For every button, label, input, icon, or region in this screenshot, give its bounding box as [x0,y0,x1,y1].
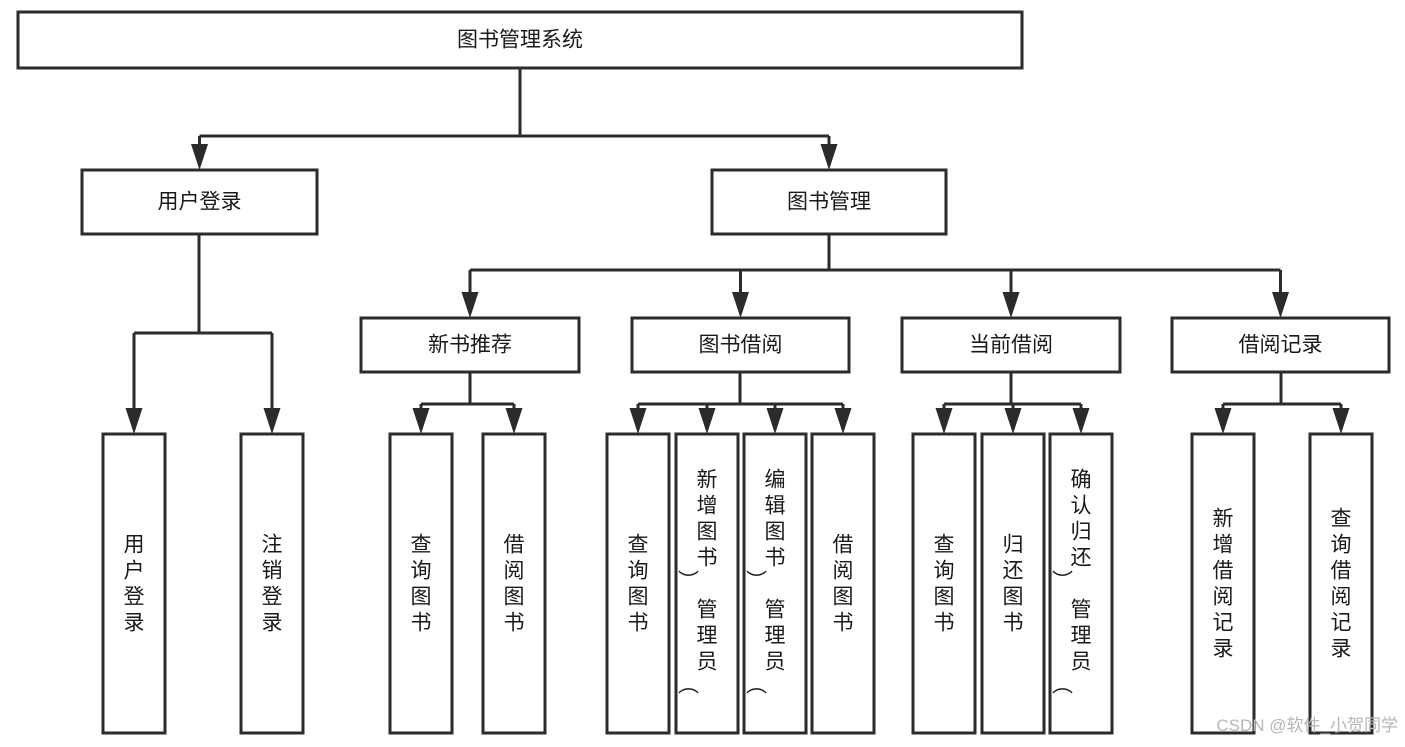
csdn-watermark: CSDN @软件_小贺同学 [1216,716,1398,735]
node-box[interactable] [388,432,454,735]
node-leaf-return-book[interactable]: 归还图书 [980,432,1046,735]
arrow-head-icon [461,292,479,318]
node-label: 注销登录 [262,534,283,635]
arrow-head-icon [1332,408,1350,434]
node-box[interactable] [980,432,1046,735]
node-leaf-confirm-return[interactable]: 确认归还（管理员） [1048,432,1114,735]
node-new-book-recommend[interactable]: 新书推荐 [359,316,581,374]
arrow-head-icon [834,408,852,434]
node-label: 图书管理系统 [457,29,583,52]
arrow-head-icon [820,144,838,170]
arrow-head-icon [698,408,716,434]
node-root[interactable]: 图书管理系统 [16,10,1024,70]
node-box[interactable] [630,316,851,374]
arrow-head-icon [935,408,953,434]
node-box[interactable] [710,168,948,236]
node-box[interactable] [16,10,1024,70]
arrow-head-icon [1272,292,1289,318]
node-borrow-record[interactable]: 借阅记录 [1170,316,1391,374]
node-box[interactable] [101,432,167,735]
node-leaf-logout-login[interactable]: 注销登录 [239,432,305,735]
node-box[interactable] [1308,432,1374,735]
arrow-head-icon [191,144,208,170]
node-box[interactable] [810,432,876,735]
node-box[interactable] [674,432,740,735]
edge-group-root [191,68,838,170]
edges-layer [125,68,1350,434]
node-leaf-add-borrow-record[interactable]: 新增借阅记录 [1190,432,1256,735]
node-label: 查询图书 [411,534,432,635]
node-box[interactable] [359,316,581,374]
node-leaf-query-book-a[interactable]: 查询图书 [388,432,454,735]
node-leaf-add-book[interactable]: 新增图书（管理员） [674,432,740,735]
node-user-login[interactable]: 用户登录 [80,168,319,236]
node-box[interactable] [1170,316,1391,374]
node-box[interactable] [742,432,808,735]
arrow-head-icon [732,292,749,318]
arrow-head-icon [1004,408,1022,434]
node-box[interactable] [900,316,1122,374]
node-leaf-query-book-c[interactable]: 查询图书 [911,432,977,735]
edge-group-current-borrow [935,372,1090,434]
arrow-head-icon [766,408,784,434]
arrow-head-icon [629,408,647,434]
node-label: 确认归还（管理员） [1053,469,1092,695]
nodes-layer: 图书管理系统用户登录图书管理新书推荐图书借阅当前借阅借阅记录用户登录注销登录查询… [16,10,1391,735]
edge-group-book-borrow [629,372,852,434]
arrow-head-icon [1214,408,1232,434]
arrow-head-icon [1072,408,1090,434]
node-current-borrow[interactable]: 当前借阅 [900,316,1122,374]
node-label: 编辑图书（管理员） [747,469,786,695]
node-box[interactable] [239,432,305,735]
node-label: 用户登录 [124,534,145,635]
node-label: 借阅记录 [1239,334,1323,357]
node-book-manage[interactable]: 图书管理 [710,168,948,236]
arrow-head-icon [412,408,430,434]
edge-group-new-book-recommend [412,372,523,434]
node-leaf-user-login[interactable]: 用户登录 [101,432,167,735]
node-box[interactable] [911,432,977,735]
node-leaf-query-borrow-record[interactable]: 查询借阅记录 [1308,432,1374,735]
node-label: 当前借阅 [969,334,1053,357]
node-leaf-borrow-book-b[interactable]: 借阅图书 [810,432,876,735]
node-leaf-borrow-book-a[interactable]: 借阅图书 [481,432,547,735]
node-label: 新增借阅记录 [1213,508,1234,661]
node-label: 查询借阅记录 [1331,508,1352,661]
node-label: 新增图书（管理员） [679,469,718,695]
node-label: 借阅图书 [504,534,525,635]
node-leaf-query-book-b[interactable]: 查询图书 [605,432,671,735]
edge-group-borrow-record [1214,372,1350,434]
node-box[interactable] [1048,432,1114,735]
node-label: 查询图书 [628,534,649,635]
arrow-head-icon [125,408,143,434]
node-box[interactable] [80,168,319,236]
node-label: 新书推荐 [428,334,512,357]
node-label: 查询图书 [934,534,955,635]
node-box[interactable] [481,432,547,735]
arrow-head-icon [1002,292,1020,318]
node-label: 借阅图书 [833,534,854,635]
node-label: 图书借阅 [699,334,783,357]
node-label: 归还图书 [1003,534,1024,635]
node-leaf-edit-book[interactable]: 编辑图书（管理员） [742,432,808,735]
node-box[interactable] [605,432,671,735]
arrow-head-icon [505,408,523,434]
edge-group-book-manage [461,234,1289,318]
arrow-head-icon [263,408,281,434]
node-label: 用户登录 [158,191,242,214]
node-box[interactable] [1190,432,1256,735]
node-label: 图书管理 [787,191,871,214]
edge-group-user-login [125,234,281,434]
node-book-borrow[interactable]: 图书借阅 [630,316,851,374]
